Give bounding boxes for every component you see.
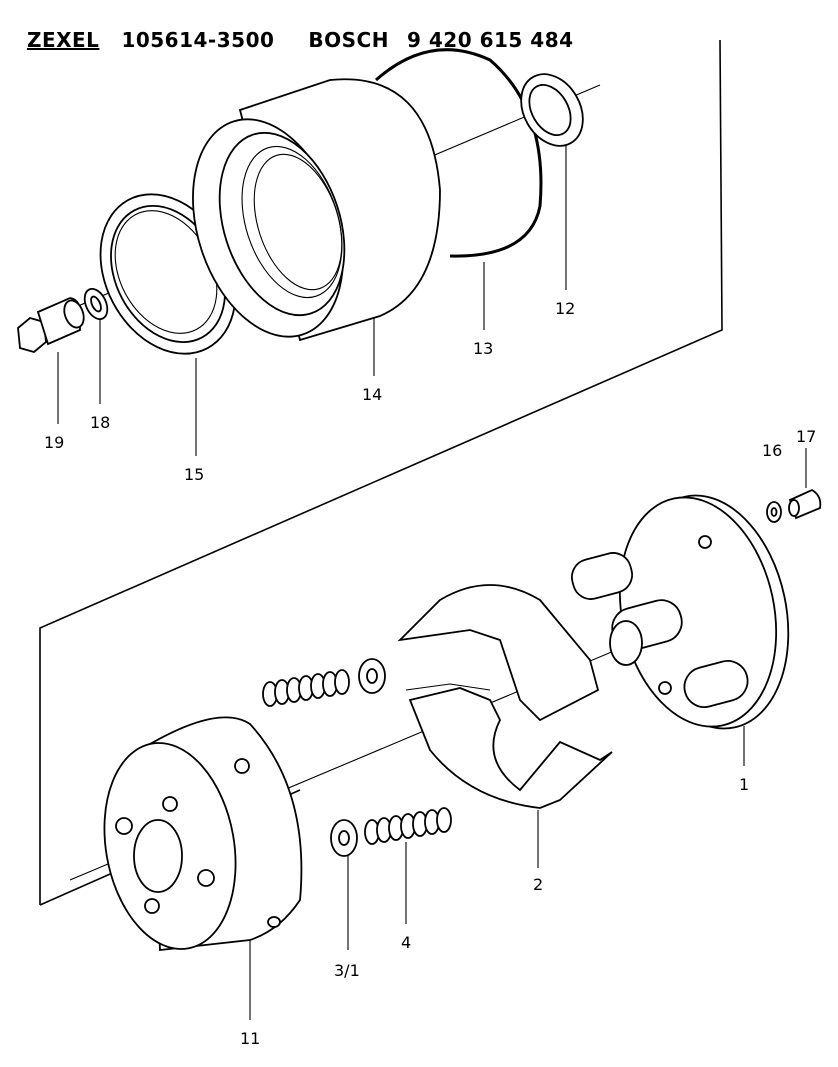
label-part-3-1: 3/1 (334, 961, 360, 980)
part-2-coupling-disc (397, 584, 613, 809)
part-17-screw (788, 488, 822, 520)
part-3-upper-washer (358, 658, 386, 694)
upper-assembly-frame (39, 39, 723, 905)
leader-lines (57, 146, 807, 1020)
brand-zexel: ZEXEL (26, 28, 100, 52)
part-3-1-washer (330, 819, 358, 857)
part-4-lower-spring (364, 807, 452, 845)
label-part-14: 14 (362, 385, 382, 404)
label-part-1: 1 (739, 775, 749, 794)
part-number-bosch: 9 420 615 484 (406, 28, 574, 52)
part-12-small-seal (520, 73, 584, 147)
part-19-hex-plug (17, 297, 85, 353)
part-number-zexel: 105614-3500 (121, 28, 275, 52)
label-part-11: 11 (240, 1029, 260, 1048)
part-1-flange (570, 494, 790, 730)
label-part-12: 12 (555, 299, 575, 318)
label-part-2: 2 (533, 875, 543, 894)
brand-bosch: BOSCH (308, 28, 389, 52)
label-part-17: 17 (796, 427, 816, 446)
diagram-header: ZEXEL 105614-3500 BOSCH 9 420 615 484 (12, 4, 574, 52)
part-4-upper-spring (262, 669, 350, 707)
label-part-15: 15 (184, 465, 204, 484)
part-14-housing-drum (192, 78, 441, 342)
label-part-13: 13 (473, 339, 493, 358)
part-11-front-hub (103, 716, 303, 952)
label-part-16: 16 (762, 441, 782, 460)
label-part-19: 19 (44, 433, 64, 452)
part-16-small-washer (766, 501, 782, 523)
part-18-washer (83, 287, 109, 321)
label-part-4: 4 (401, 933, 411, 952)
label-part-18: 18 (90, 413, 110, 432)
